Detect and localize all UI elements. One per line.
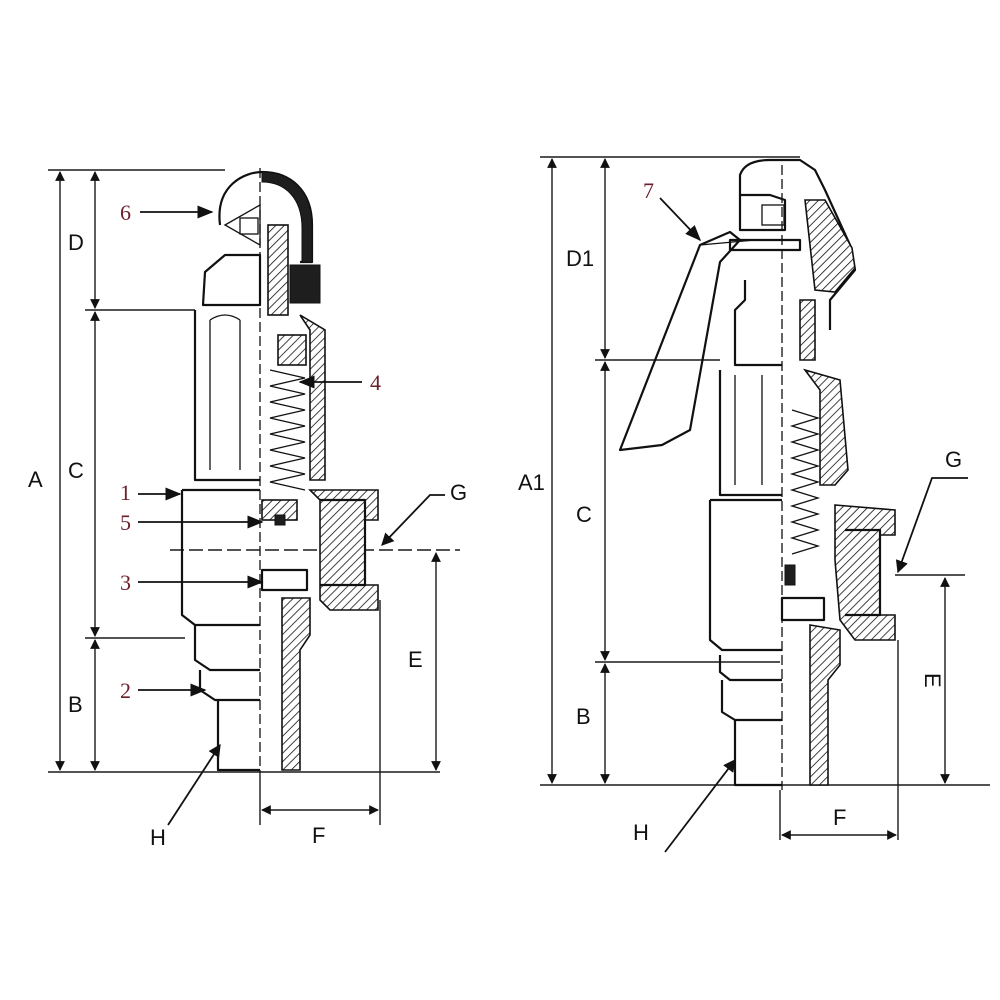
dim-h-right-label: H	[633, 820, 649, 845]
part-1-label: 1	[120, 480, 131, 505]
part-2-label: 2	[120, 678, 131, 703]
dim-d1-label: D1	[566, 246, 594, 271]
dim-d-label: D	[68, 230, 84, 255]
h-leader-right	[664, 758, 736, 853]
spring-right	[789, 409, 821, 555]
g-leader-right	[895, 477, 968, 574]
left-valve-drawing	[48, 168, 460, 825]
part-7-label: 7	[643, 178, 654, 203]
dim-c-label: C	[68, 458, 84, 483]
dim-f-right-label: F	[833, 805, 846, 830]
dim-a-label: A	[28, 467, 43, 492]
part-7-arrow	[659, 197, 702, 242]
dim-e-right-label: E	[920, 673, 945, 688]
part-5-label: 5	[120, 510, 131, 535]
dim-b-right-label: B	[576, 704, 591, 729]
dim-c-right-label: C	[576, 502, 592, 527]
h-leader-left	[167, 743, 221, 826]
dim-a1-label: A1	[518, 470, 545, 495]
right-valve-drawing	[540, 156, 990, 840]
dim-f-label: F	[312, 823, 325, 848]
part-4-label: 4	[370, 370, 381, 395]
dim-g-right-label: G	[945, 447, 962, 472]
g-leader-left	[381, 494, 445, 546]
spring-left	[269, 369, 306, 491]
dim-h-label: H	[150, 825, 166, 850]
dim-b-label: B	[68, 692, 83, 717]
part-6-label: 6	[120, 200, 131, 225]
dim-g-label: G	[450, 480, 467, 505]
dim-e-label: E	[408, 647, 423, 672]
part-3-label: 3	[120, 570, 131, 595]
